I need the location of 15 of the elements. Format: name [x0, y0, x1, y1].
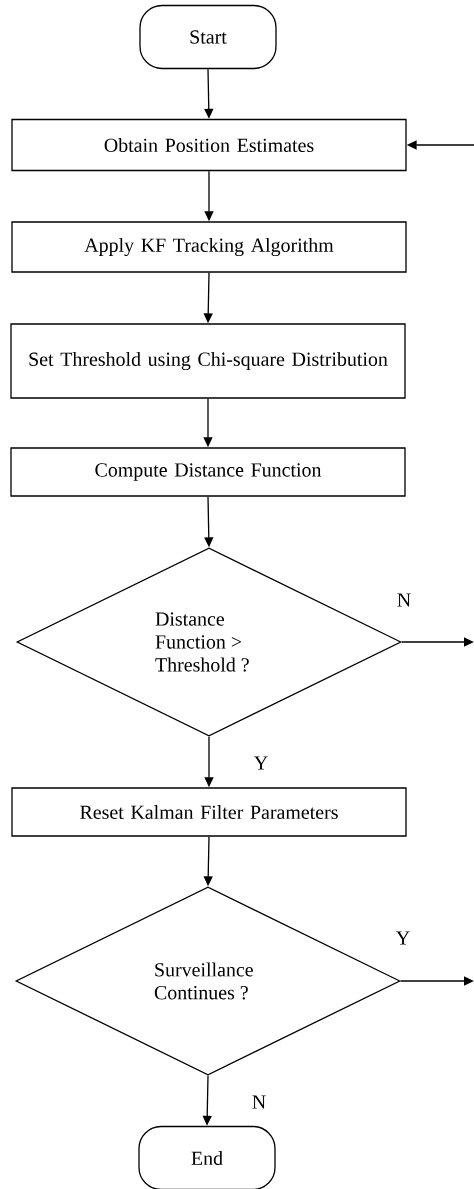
process-box: Obtain Position Estimates [11, 118, 407, 172]
decision-text: Surveillance Continues ? [154, 962, 253, 1000]
process-box: Set Threshold using Chi-square Distribution [10, 323, 406, 399]
edge-label: N [250, 1094, 268, 1110]
arrow [400, 976, 474, 986]
terminal-box: End [138, 1125, 276, 1189]
edge-label: N [395, 592, 413, 608]
decision-text: Distance Function > Threshold ? [155, 612, 249, 672]
edge-label: Y [394, 930, 412, 946]
edge-label: Y [252, 755, 270, 771]
arrow [401, 637, 474, 647]
process-box: Compute Distance Function [10, 447, 406, 497]
process-box: Apply KF Tracking Algorithm [11, 221, 407, 273]
process-box: Reset Kalman Filter Parameters [11, 787, 407, 837]
terminal-box: Start [139, 4, 277, 70]
